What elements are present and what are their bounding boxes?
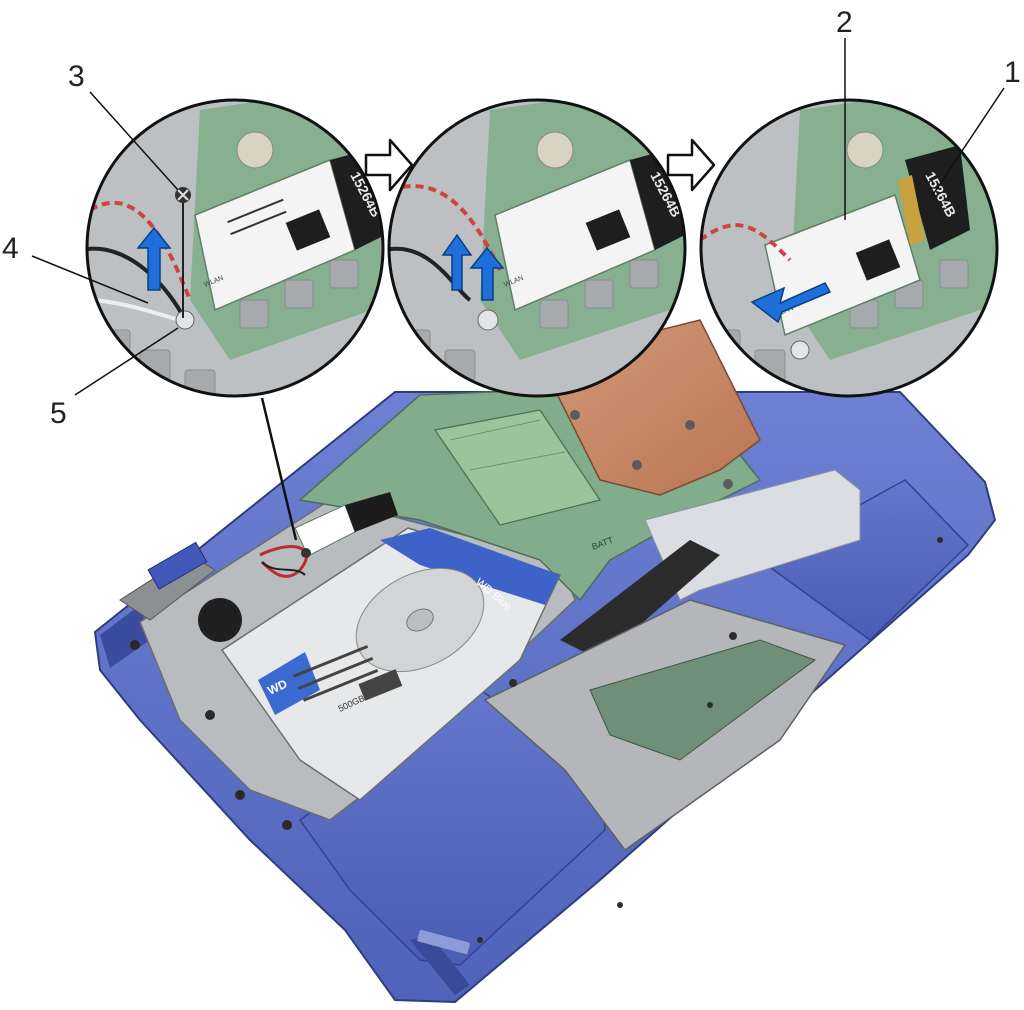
laptop-base: WD Blue WD 500GB: [93, 319, 997, 1004]
callout-5-label: 5: [50, 397, 67, 430]
zoom-circle-step3: 15264B WLAN: [699, 98, 999, 398]
lift-arrow-icon: [136, 226, 172, 291]
arrow-right-icon: [666, 138, 716, 192]
zoom-circle-step2: 15264B WLAN: [387, 98, 687, 398]
callout-3: 3: [68, 60, 179, 191]
callout-4: 4: [2, 232, 149, 304]
callout-3-label: 3: [68, 60, 85, 93]
callout-1-label: 1: [1004, 56, 1021, 89]
zoom-leader-line: [260, 397, 298, 541]
memory-module: [433, 409, 601, 526]
wireless-screw-board: [301, 548, 311, 558]
zoom-circle-step1: 15264B WLAN: [85, 98, 385, 398]
callout-2: 2: [836, 6, 853, 220]
callout-1: 1: [931, 56, 1021, 197]
callout-4-label: 4: [2, 232, 19, 265]
lift-arrow-icon: [441, 233, 473, 291]
lift-arrow-icon: [469, 246, 505, 301]
arrow-right-icon: [364, 138, 414, 192]
screw-icon: [175, 187, 191, 318]
callout-2-label: 2: [836, 6, 853, 39]
slide-arrow-icon: [750, 282, 832, 324]
coin-cell-battery: [198, 598, 242, 642]
hard-drive: WD Blue WD 500GB: [220, 527, 562, 801]
callout-5: 5: [50, 327, 179, 430]
